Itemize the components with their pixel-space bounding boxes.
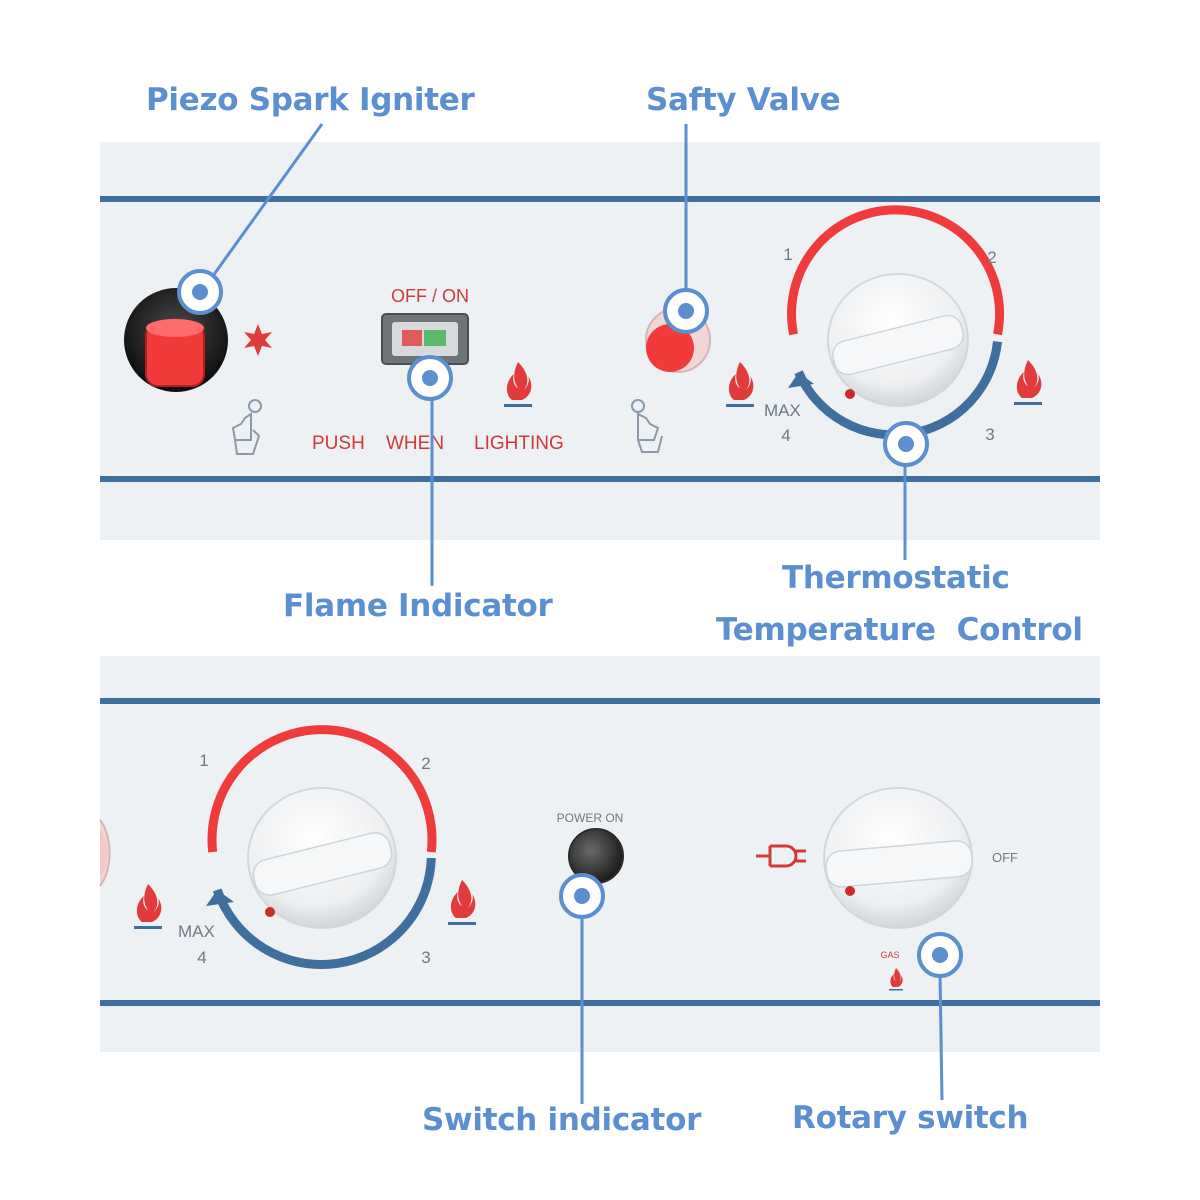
instruction-push: PUSH (312, 433, 365, 454)
callout-piezo-spark-igniter: Piezo Spark Igniter (146, 82, 475, 118)
target-marker-icon (919, 934, 961, 976)
bottom-panel-stripe-upper (100, 698, 1100, 704)
instruction-lighting: LIGHTING (474, 433, 564, 454)
flame-indicator-label: OFF / ON (391, 286, 469, 306)
callout-switch-indicator: Switch indicator (422, 1102, 701, 1138)
bottom-panel-stripe-lower (100, 1000, 1100, 1006)
callout-flame-indicator: Flame Indicator (283, 588, 552, 624)
top-panel: OFF / ON PUSH WHEN LIGHTING (100, 142, 1100, 540)
off-label: OFF (992, 850, 1018, 865)
target-marker-icon (409, 357, 451, 399)
dial-number-2: 2 (987, 248, 996, 267)
callout-thermostatic-line2: Temperature Control (716, 612, 1083, 648)
max-label-bottom: MAX (178, 922, 215, 941)
bottom-panel: 1 2 3 4 MAX POWER ON OFF GAS (100, 656, 1100, 1052)
max-label: MAX (764, 401, 801, 420)
dial-number-3: 3 (985, 425, 994, 444)
top-panel-stripe-upper (100, 196, 1100, 202)
dial-number-3-bottom: 3 (421, 948, 430, 967)
gas-label: GAS (880, 950, 899, 960)
target-marker-icon (885, 423, 927, 465)
dial-number-1: 1 (783, 245, 792, 264)
callout-thermostatic-line1: Thermostatic (782, 560, 1010, 596)
callout-rotary-switch: Rotary switch (792, 1100, 1028, 1136)
leader-rotary-switch (940, 972, 942, 1100)
target-marker-icon (561, 875, 603, 917)
target-marker-icon (665, 290, 707, 332)
target-marker-icon (179, 271, 221, 313)
instruction-when: WHEN (386, 433, 444, 454)
top-panel-stripe-lower (100, 476, 1100, 482)
dial-number-1-bottom: 1 (199, 751, 208, 770)
callout-safety-valve: Safty Valve (646, 82, 840, 118)
dial-number-4: 4 (781, 426, 790, 445)
dial-number-4-bottom: 4 (197, 948, 206, 967)
power-on-label: POWER ON (557, 811, 624, 825)
dial-number-2-bottom: 2 (421, 754, 430, 773)
rotary-switch[interactable] (824, 788, 973, 928)
